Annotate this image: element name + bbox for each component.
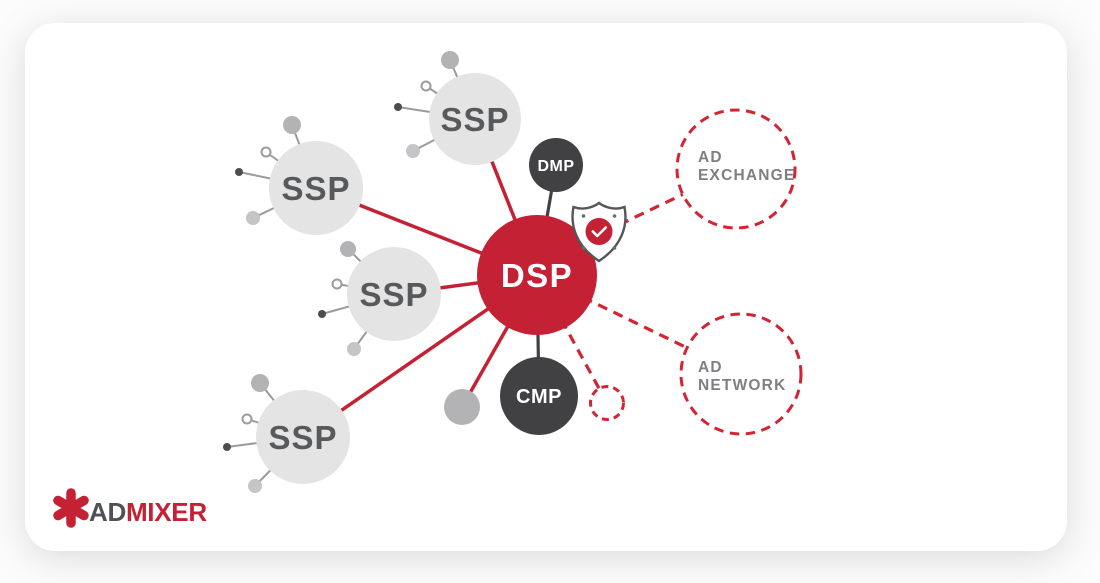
satellite-ring-icon — [420, 80, 432, 92]
satellite-ring-icon — [241, 413, 253, 425]
satellite-dot-icon — [340, 241, 356, 257]
node-ssp-bottom-left-circle — [256, 390, 350, 484]
satellite-dot-icon — [283, 116, 301, 134]
satellite-dark-dot-icon — [318, 310, 326, 318]
satellite-dot-icon — [406, 144, 420, 158]
ad-exchange-label-line1: AD — [698, 149, 723, 166]
diagram-nodes — [256, 73, 803, 484]
node-ssp-middle-left-circle — [347, 247, 441, 341]
satellite-dot-icon — [347, 342, 361, 356]
logo-text-ad: AD — [89, 497, 126, 527]
node-ad-exchange-label: AD EXCHANGE — [698, 149, 795, 184]
shield-corner-dot — [612, 246, 617, 250]
node-ssp-top-circle — [429, 73, 521, 165]
shield-corner-dot — [581, 214, 586, 218]
satellite-ring-icon — [331, 278, 343, 290]
node-dmp-label: DMP — [537, 158, 574, 175]
asterisk-icon — [53, 488, 89, 528]
node-ssp-bottom-left-label: SSP — [268, 419, 337, 456]
node-ssp-upper-left-label: SSP — [281, 170, 350, 207]
node-ssp-upper-left-circle — [269, 141, 363, 235]
satellite-dark-dot-icon — [235, 168, 243, 176]
logo-wordmark: ADMIXER — [89, 497, 207, 527]
ad-network-label-line1: AD — [698, 359, 723, 376]
gray-node-circle — [444, 389, 480, 425]
satellite-dot-icon — [251, 374, 269, 392]
ad-exchange-label-line2: EXCHANGE — [698, 167, 795, 184]
satellite-dark-dot-icon — [223, 443, 231, 451]
node-labels: SSP SSP SSP SSP DSP DMP CMP AD EXCHANGE … — [268, 101, 795, 456]
ssp-satellite-dots — [223, 51, 459, 493]
satellite-dot-icon — [441, 51, 459, 69]
node-cmp-circle — [500, 357, 578, 435]
logo-text-mixer: MIXER — [126, 497, 207, 527]
small-dashed-circle — [589, 385, 625, 421]
node-ad-network-circle — [679, 312, 803, 436]
node-ad-network-label: AD NETWORK — [698, 359, 786, 394]
satellite-dark-dot-icon — [394, 103, 402, 111]
check-icon — [591, 226, 608, 238]
node-cmp-label: CMP — [516, 386, 562, 408]
check-badge-circle — [585, 218, 613, 245]
satellite-ring-icon — [260, 146, 272, 158]
ad-network-label-line2: NETWORK — [698, 377, 786, 394]
node-dsp-circle — [477, 215, 597, 335]
node-ssp-middle-left-label: SSP — [359, 276, 428, 313]
node-dmp-circle — [529, 138, 583, 192]
shield-check-icon — [571, 201, 627, 263]
node-ad-exchange-circle — [675, 108, 797, 230]
shield-corner-dot — [612, 214, 617, 218]
satellite-dot-icon — [248, 479, 262, 493]
node-dsp-label: DSP — [501, 257, 573, 294]
admixer-logo: ADMIXER — [53, 488, 208, 528]
node-ssp-top-label: SSP — [440, 101, 509, 138]
satellite-dot-icon — [246, 211, 260, 225]
shield-corner-dot — [581, 246, 586, 250]
